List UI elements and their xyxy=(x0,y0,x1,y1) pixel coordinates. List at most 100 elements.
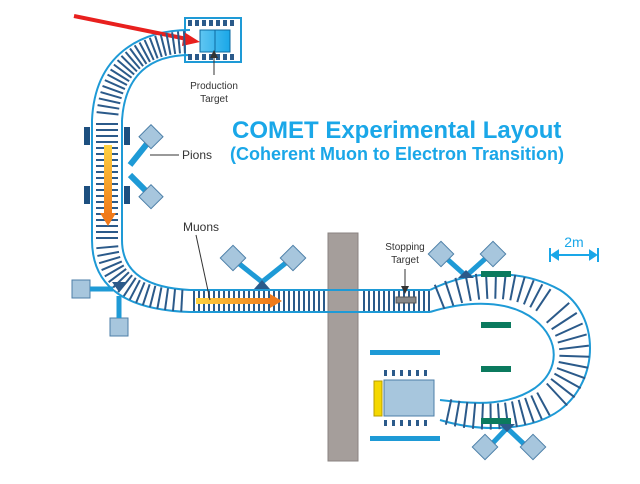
coil-segment xyxy=(559,354,590,358)
stopping-target-label-line1: Stopping xyxy=(385,242,424,253)
coil-segment xyxy=(474,273,481,300)
coil-segment xyxy=(516,276,526,303)
coil-segment xyxy=(484,272,489,299)
coil-segment xyxy=(546,382,568,407)
coil-segment xyxy=(480,403,484,430)
coil-segment xyxy=(171,289,177,312)
detector-blocks xyxy=(481,271,511,424)
coil-segment xyxy=(108,268,127,284)
coil-segment xyxy=(97,104,120,110)
coil-segment xyxy=(135,281,146,304)
coil-segment xyxy=(148,285,157,308)
coil-segment xyxy=(471,402,477,429)
coil-segment xyxy=(124,51,141,70)
bend-magnet-cluster xyxy=(71,279,129,337)
coil-segment xyxy=(550,378,576,399)
muons-label: Muons xyxy=(183,220,219,234)
coil-segment xyxy=(418,291,420,311)
coil-segment xyxy=(96,123,118,125)
diagram-title: COMET Experimental Layout xyxy=(232,117,562,144)
coil-segment xyxy=(433,284,446,310)
coil-segment xyxy=(100,91,122,100)
coil-segment xyxy=(298,291,300,311)
coil-segment xyxy=(464,275,472,302)
coil-segment xyxy=(120,55,138,73)
coil-segment xyxy=(101,260,123,271)
coil-segment xyxy=(393,291,395,311)
coil-segment xyxy=(165,32,172,55)
coil-segment xyxy=(293,291,295,311)
coil-segment xyxy=(453,400,461,427)
coil-segment xyxy=(159,34,168,56)
coil-segment xyxy=(509,274,517,301)
coil-segment xyxy=(96,129,118,131)
coil-segment xyxy=(323,291,325,311)
coil-segment xyxy=(554,322,584,337)
pion-flow-arrow-icon xyxy=(100,145,116,226)
coil-segment xyxy=(556,367,586,380)
coil-segment xyxy=(182,31,186,54)
coil-segment xyxy=(494,272,497,299)
coil-segment xyxy=(171,32,177,55)
coil-segment xyxy=(522,279,535,305)
transport-magnet-cluster xyxy=(219,244,307,289)
coil-segment xyxy=(501,273,507,300)
coil-segment xyxy=(378,291,380,311)
coil-segment xyxy=(128,279,141,301)
coil-segment xyxy=(288,291,290,311)
coil-segment xyxy=(96,225,118,227)
coil-segment xyxy=(536,392,551,416)
coil-segment xyxy=(176,31,181,54)
coil-segment xyxy=(303,291,305,311)
coil-segment xyxy=(496,403,501,430)
coil-segment xyxy=(283,291,285,311)
coil-segment xyxy=(96,141,118,143)
coil-segment xyxy=(154,35,163,58)
coil-segment xyxy=(96,231,118,233)
coil-segment xyxy=(388,291,390,311)
coil-segment xyxy=(141,283,151,306)
coil-segment xyxy=(193,291,195,311)
coil-segment xyxy=(557,333,587,344)
electron-detector xyxy=(370,350,440,441)
coil-segment xyxy=(97,250,120,257)
coil-segment xyxy=(373,291,375,311)
stopping-target-icon xyxy=(395,269,417,304)
coil-segment xyxy=(156,287,163,310)
coil-segment xyxy=(104,264,125,278)
coil-segment xyxy=(454,277,464,304)
coil-segment xyxy=(489,403,492,430)
coil-segment xyxy=(98,255,121,265)
coil-segment xyxy=(107,73,128,86)
detector-magnet-cluster xyxy=(471,424,547,461)
coil-segment xyxy=(110,68,130,83)
coil-segment xyxy=(524,397,535,423)
coil-segment xyxy=(96,245,119,250)
coil-segment xyxy=(318,291,320,311)
pions-label: Pions xyxy=(182,148,212,162)
coil-segment xyxy=(116,59,135,76)
coil-segment xyxy=(96,111,119,116)
coil-segment xyxy=(553,372,582,390)
coil-segment xyxy=(529,283,544,308)
coil-segment xyxy=(535,288,552,312)
pion-section-magnets xyxy=(127,123,164,210)
coil-segment xyxy=(148,37,159,59)
muons-leader xyxy=(195,234,211,301)
shield-wall xyxy=(327,232,359,462)
coil-segment xyxy=(462,401,469,428)
diagram-subtitle: (Coherent Muon to Electron Transition) xyxy=(230,144,564,164)
stopping-target-label-line2: Target xyxy=(391,255,419,266)
scale-label: 2m xyxy=(564,234,583,250)
coil-segment xyxy=(511,401,518,428)
coil-segment xyxy=(133,44,148,65)
coil-segment xyxy=(444,399,453,425)
coil-segment xyxy=(551,312,578,331)
production-target-label-line1: Production xyxy=(190,81,238,92)
coil-segment xyxy=(102,85,124,95)
coil-segment xyxy=(180,289,184,312)
coil-segment xyxy=(143,39,155,61)
coil-segment xyxy=(96,135,118,137)
